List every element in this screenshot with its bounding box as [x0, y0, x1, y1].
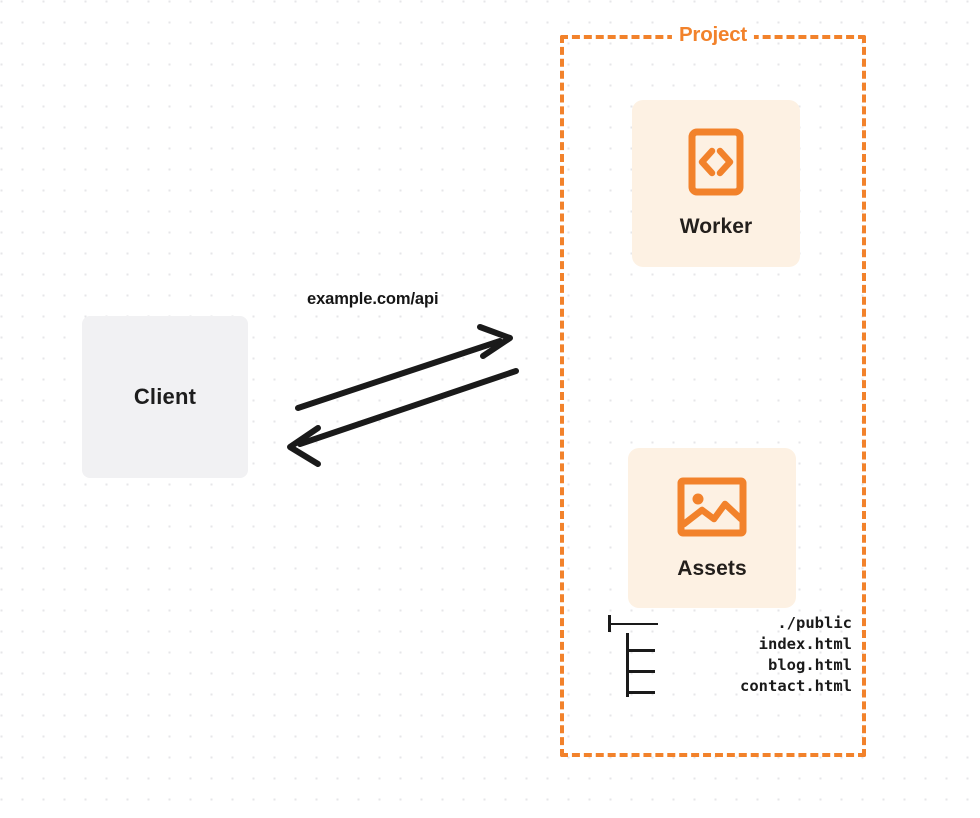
- image-icon: [677, 476, 747, 543]
- response-arrow: [287, 368, 519, 467]
- request-arrow: [295, 324, 513, 411]
- project-group[interactable]: Project Worker Assets: [560, 21, 866, 757]
- file-tree-label: blog.html: [768, 656, 852, 674]
- file-tree-label: ./public: [777, 614, 852, 632]
- tree-branch-icon: [606, 654, 668, 676]
- assets-file-tree: ./public index.html blog.html contact.ht…: [606, 613, 854, 697]
- worker-card-label: Worker: [679, 215, 753, 238]
- tree-branch-icon: [606, 675, 668, 697]
- client-node-label: Client: [133, 384, 197, 409]
- tree-branch-icon: [606, 633, 668, 655]
- file-tree-row: contact.html: [606, 675, 854, 697]
- file-tree-row: blog.html: [606, 654, 854, 676]
- tree-branch-icon: [606, 613, 668, 634]
- file-tree-label: index.html: [758, 635, 852, 653]
- file-tree-row: ./public: [606, 613, 854, 634]
- file-tree-row: index.html: [606, 633, 854, 655]
- assets-card-label: Assets: [677, 556, 747, 580]
- project-group-title: Project: [671, 21, 755, 48]
- file-tree-label: contact.html: [740, 677, 852, 695]
- assets-card[interactable]: Assets: [628, 448, 796, 608]
- edge-label-endpoint: example.com/api: [307, 290, 439, 308]
- code-brackets-icon: [688, 128, 744, 201]
- worker-card[interactable]: Worker: [632, 100, 800, 267]
- client-node[interactable]: Client: [82, 316, 248, 478]
